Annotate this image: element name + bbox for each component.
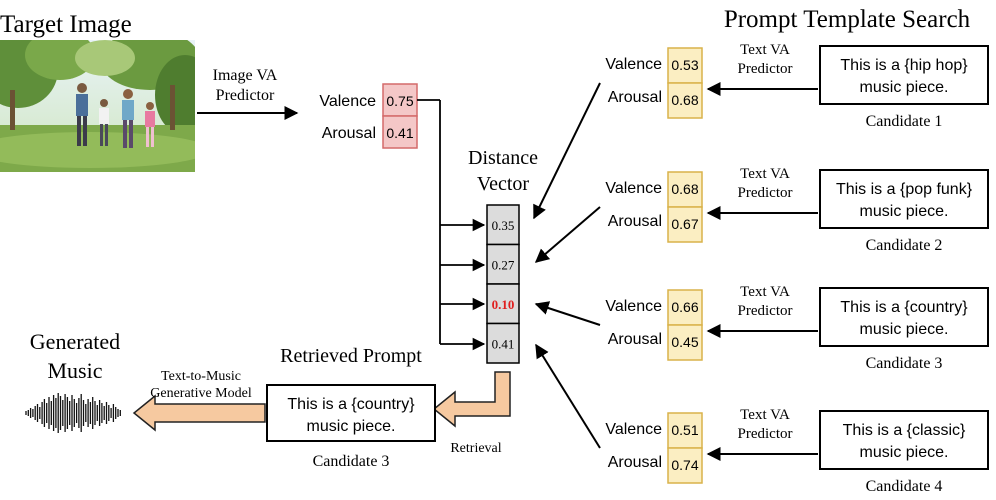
distance-value: 0.27 <box>492 257 515 272</box>
candidate-valence-label: Valence <box>605 180 662 197</box>
distance-vector: 0.35 0.27 0.10 0.41 <box>486 204 520 364</box>
target-to-distance-connectors <box>417 99 486 351</box>
candidate-arousal-label: Arousal <box>608 89 662 106</box>
candidate-arousal-label: Arousal <box>608 454 662 471</box>
candidate-arousal-cell <box>667 324 703 361</box>
candidate-prompt-line2: music piece. <box>860 321 949 338</box>
family-walking-in-park-photo <box>0 40 195 172</box>
text-va-predictor-label-line1: Text VA <box>740 407 790 423</box>
text-va-predictor-label-line1: Text VA <box>740 284 790 300</box>
retrieved-prompt-box <box>266 384 436 442</box>
candidate-valence-label: Valence <box>605 298 662 315</box>
retrieved-prompt-line1: This is a {country} <box>287 396 415 413</box>
candidate-prompt-box <box>819 45 989 105</box>
prompt-template-search-title: Prompt Template Search <box>724 6 971 33</box>
candidate-arousal-label: Arousal <box>608 213 662 230</box>
candidate-prompt-line1: This is a {hip hop} <box>840 57 968 74</box>
distance-title-line2: Vector <box>477 173 530 195</box>
candidate-prompt-box <box>819 169 989 229</box>
candidate-prompt-box <box>819 410 989 470</box>
candidate-prompt-line1: This is a {classic} <box>843 422 966 439</box>
candidate-to-distance-arrow <box>535 343 601 449</box>
target-valence-cell <box>382 83 418 117</box>
candidate-arousal-cell <box>667 206 703 243</box>
distance-value: 0.41 <box>492 336 515 351</box>
candidate-valence-cell <box>667 47 703 84</box>
retrieved-prompt-caption: Candidate 3 <box>313 453 390 470</box>
candidate-to-distance-arrow <box>533 82 601 220</box>
text-va-predictor-label-line2: Predictor <box>738 426 793 442</box>
text-va-predictor-label-line1: Text VA <box>740 166 790 182</box>
candidate-caption: Candidate 4 <box>866 478 943 495</box>
candidate-valence-value: 0.66 <box>671 299 698 315</box>
candidate-caption: Candidate 1 <box>866 113 943 130</box>
candidate-arousal-label: Arousal <box>608 331 662 348</box>
candidate-arousal-value: 0.67 <box>671 216 698 232</box>
image-va-predictor-label-line2: Predictor <box>216 87 275 104</box>
target-arousal-value: 0.41 <box>386 125 413 141</box>
candidate-valence-value: 0.68 <box>671 181 698 197</box>
candidate-valence-label: Valence <box>605 421 662 438</box>
target-arousal-label: Arousal <box>322 125 376 142</box>
retrieved-prompt-line2: music piece. <box>307 418 396 435</box>
generated-music-title-line1: Generated <box>30 329 120 354</box>
candidate-prompt-box <box>819 287 989 347</box>
distance-value: 0.10 <box>492 297 515 312</box>
text-va-predictor-label-line2: Predictor <box>738 185 793 201</box>
candidate-arousal-cell <box>667 447 703 484</box>
text-to-music-label-line2: Generative Model <box>150 386 252 401</box>
target-arousal-cell <box>382 115 418 149</box>
text-to-music-arrow <box>132 394 266 432</box>
distance-cell <box>486 204 520 246</box>
retrieval-arrow <box>432 371 511 428</box>
text-va-predictor-label-line2: Predictor <box>738 61 793 77</box>
distance-cell <box>486 322 520 364</box>
candidate-arousal-value: 0.74 <box>671 457 698 473</box>
distance-value: 0.35 <box>492 218 515 233</box>
candidate-prompt-line2: music piece. <box>860 79 949 96</box>
candidate-arousal-value: 0.45 <box>671 334 698 350</box>
target-valence-label: Valence <box>319 93 376 110</box>
retrieval-label: Retrieval <box>450 441 501 456</box>
candidate-valence-value: 0.51 <box>671 422 698 438</box>
text-va-predictor-label-line1: Text VA <box>740 42 790 58</box>
target-image-title: Target Image <box>0 11 132 38</box>
candidate-prompt-line2: music piece. <box>860 444 949 461</box>
candidate-caption: Candidate 3 <box>866 355 943 372</box>
generated-music-title-line2: Music <box>48 358 103 383</box>
image-va-predictor-label-line1: Image VA <box>213 67 278 84</box>
target-valence-value: 0.75 <box>386 93 413 109</box>
candidate-prompt-line1: This is a {pop funk} <box>836 181 973 198</box>
text-va-predictor-label-line2: Predictor <box>738 303 793 319</box>
text-to-music-label-line1: Text-to-Music <box>161 369 241 384</box>
distance-cell <box>486 283 520 325</box>
distance-cell <box>486 243 520 285</box>
candidate-prompt-line1: This is a {country} <box>840 299 968 316</box>
audio-waveform-icon <box>25 393 121 433</box>
candidate-valence-value: 0.53 <box>671 57 698 73</box>
candidate-to-distance-arrow <box>534 206 601 263</box>
candidate-prompt-line2: music piece. <box>860 203 949 220</box>
candidate-valence-label: Valence <box>605 56 662 73</box>
candidate-caption: Candidate 2 <box>866 237 943 254</box>
retrieved-prompt-title: Retrieved Prompt <box>280 345 422 367</box>
candidate-valence-cell <box>667 171 703 208</box>
candidate-valence-cell <box>667 289 703 326</box>
candidate-to-distance-arrow <box>534 301 601 326</box>
candidate-arousal-cell <box>667 82 703 119</box>
candidate-arousal-value: 0.68 <box>671 92 698 108</box>
distance-title-line1: Distance <box>468 147 538 169</box>
